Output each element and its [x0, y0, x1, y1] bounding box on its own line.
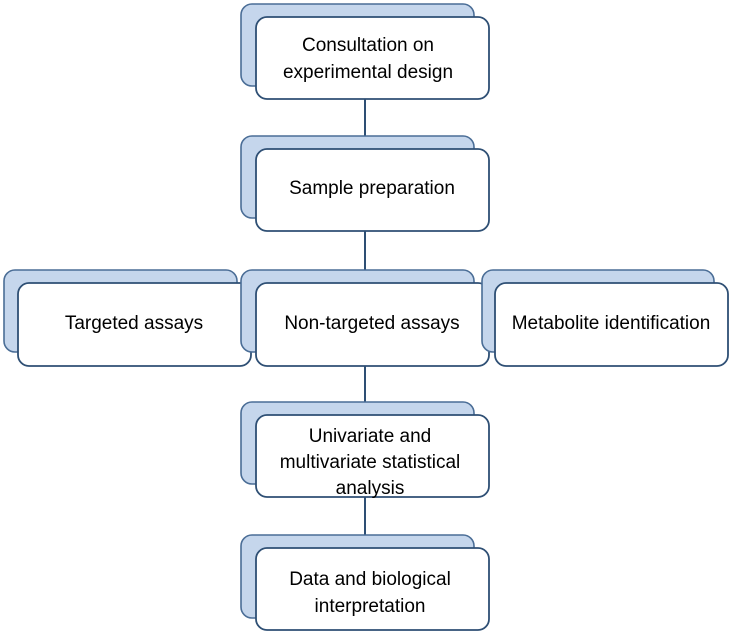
- step-statistical-analysis: Univariate and multivariate statistical …: [240, 401, 490, 499]
- step-label-line: Targeted assays: [65, 313, 203, 334]
- step-label-line: multivariate statistical: [280, 452, 461, 473]
- step-label-line: Sample preparation: [289, 178, 455, 199]
- step-label-line: experimental design: [283, 62, 453, 83]
- step-label-line: Univariate and: [309, 426, 432, 447]
- step-label-line: Non-targeted assays: [284, 313, 459, 334]
- step-interpretation: Data and biological interpretation: [240, 534, 490, 631]
- step-label-line: Metabolite identification: [512, 313, 711, 334]
- step-metabolite-identification: Metabolite identification: [481, 269, 729, 367]
- step-consultation: Consultation on experimental design: [240, 3, 490, 100]
- step-non-targeted-assays: Non-targeted assays: [240, 269, 490, 367]
- step-sample-preparation: Sample preparation: [240, 135, 490, 232]
- step-box: [255, 148, 490, 232]
- step-label-line: analysis: [336, 478, 405, 499]
- step-label-line: interpretation: [315, 596, 426, 617]
- step-targeted-assays: Targeted assays: [3, 269, 252, 367]
- step-box: [255, 16, 490, 100]
- step-label-line: Data and biological: [289, 569, 451, 590]
- step-box: [255, 547, 490, 631]
- step-box: [494, 282, 729, 367]
- step-box: [255, 414, 490, 498]
- step-label-line: Consultation on: [302, 35, 434, 56]
